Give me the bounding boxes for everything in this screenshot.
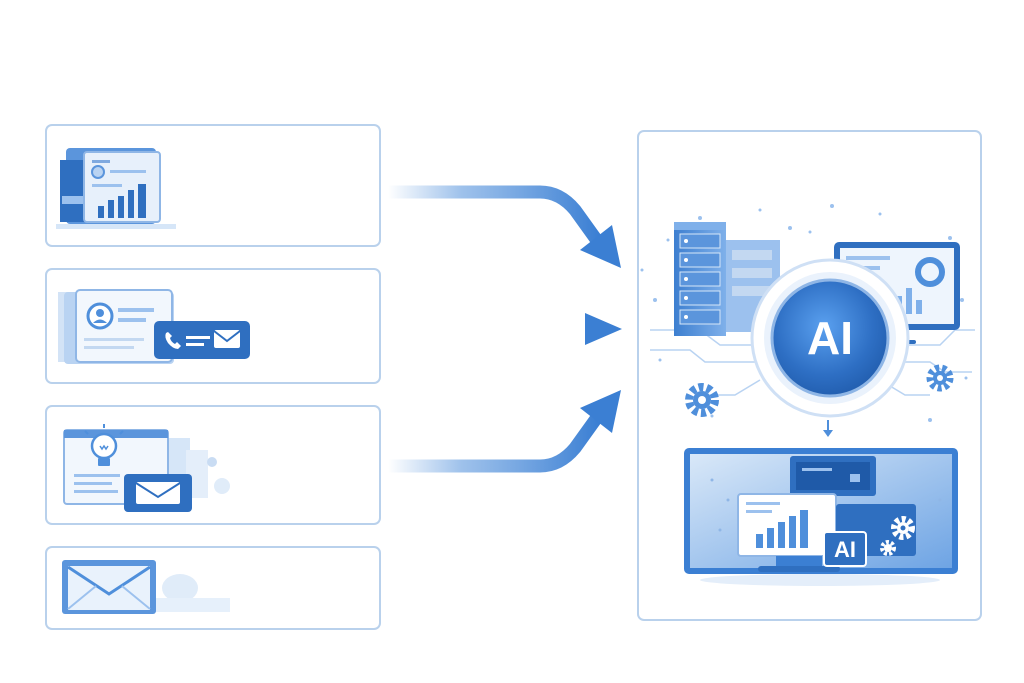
envelope-icon bbox=[62, 560, 230, 614]
ai-hub-particles bbox=[640, 204, 968, 422]
gear-icon bbox=[926, 364, 954, 392]
output-screen bbox=[684, 448, 958, 574]
envelope-icon bbox=[124, 474, 192, 512]
contact-card-icon bbox=[58, 289, 174, 364]
flow-arrow-bottom bbox=[388, 390, 621, 473]
email-icon bbox=[213, 330, 241, 348]
screen-shadow bbox=[700, 574, 940, 586]
documents-chart-icon bbox=[56, 148, 176, 229]
down-arrow-icon bbox=[823, 420, 833, 437]
flow-arrow-top bbox=[388, 185, 621, 268]
ai-chip-icon: AI bbox=[750, 258, 910, 418]
server-rack-icon bbox=[674, 222, 780, 336]
gear-icon bbox=[685, 383, 719, 417]
ai-badge: AI bbox=[823, 531, 867, 567]
flow-arrow-middle bbox=[388, 313, 622, 345]
ai-badge-label: AI bbox=[834, 537, 856, 562]
gear-icon bbox=[880, 540, 896, 556]
gear-icon bbox=[891, 516, 915, 540]
ai-hub-label: AI bbox=[807, 312, 853, 364]
